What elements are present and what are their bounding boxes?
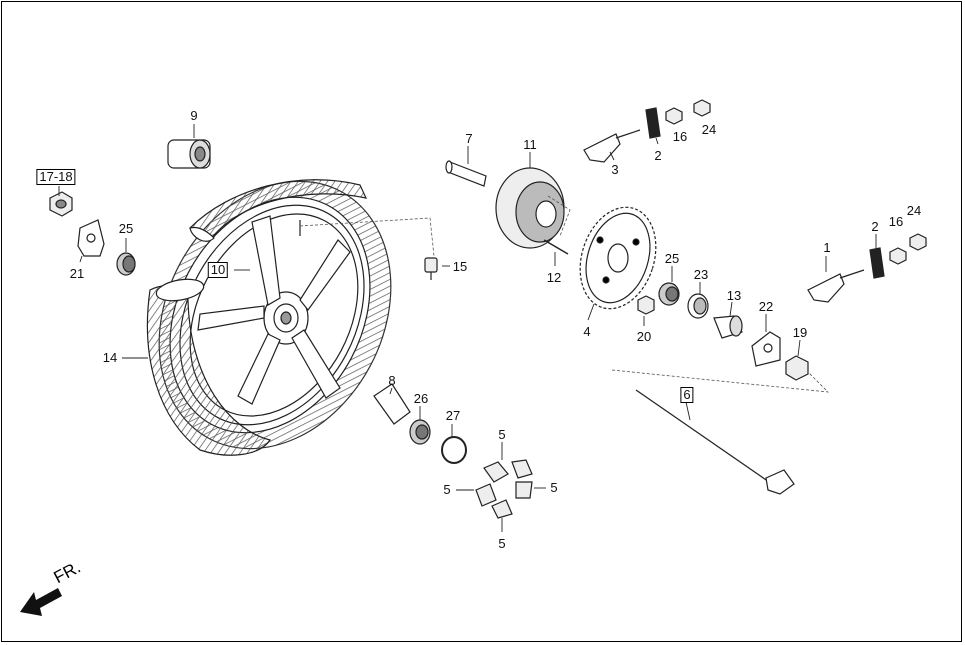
- callout-26: 26: [413, 391, 429, 406]
- wheel-rim: [158, 180, 392, 450]
- tire: [146, 278, 271, 456]
- callout-4: 4: [583, 324, 591, 339]
- callout-5-top: 5: [498, 427, 506, 442]
- callout-14: 14: [102, 350, 118, 365]
- callout-2-lower: 2: [871, 219, 879, 234]
- callout-6: 6: [680, 387, 694, 403]
- callout-5-right: 5: [550, 480, 558, 495]
- callout-10: 10: [207, 262, 229, 278]
- callout-24-lower: 24: [906, 203, 922, 218]
- callout-3: 3: [611, 162, 619, 177]
- callout-12: 12: [546, 270, 562, 285]
- callout-11: 11: [523, 137, 537, 152]
- part-4-sprocket: [579, 206, 657, 310]
- leader-lines: [58, 124, 877, 532]
- callout-7: 7: [465, 131, 473, 146]
- part-1-chain-adjuster: [807, 269, 865, 303]
- callout-15: 15: [452, 259, 468, 274]
- callout-5-left: 5: [443, 482, 451, 497]
- callout-21: 21: [69, 266, 85, 281]
- part-7-sleeve: [445, 160, 487, 187]
- tire-section-cut: [189, 179, 368, 242]
- part-22-19: [751, 331, 809, 381]
- callout-20: 20: [636, 329, 652, 344]
- part-3-chain-adjuster: [583, 129, 641, 163]
- callout-27: 27: [445, 408, 461, 423]
- right-side-small-parts: [637, 282, 743, 339]
- callout-2-upper: 2: [654, 148, 662, 163]
- callout-19: 19: [792, 325, 808, 340]
- callout-25-right: 25: [664, 251, 680, 266]
- callout-22: 22: [758, 299, 774, 314]
- callout-13: 13: [726, 288, 742, 303]
- part-21-bracket: [77, 219, 105, 257]
- part-15-valve: [424, 257, 438, 280]
- left-lower-parts: [373, 383, 467, 464]
- callout-24-upper: 24: [701, 122, 717, 137]
- part-16-24-nuts: [665, 99, 927, 265]
- part-2-plates: [645, 107, 885, 279]
- part-17-18-nut: [49, 191, 73, 217]
- callout-25-left: 25: [118, 221, 134, 236]
- callout-8: 8: [388, 373, 396, 388]
- part-12-stud: [543, 239, 569, 255]
- callout-5-bottom: 5: [498, 536, 506, 551]
- callout-16-lower: 16: [888, 214, 904, 229]
- part-25-bearing-left: [116, 252, 136, 276]
- callout-16-upper: 16: [672, 129, 688, 144]
- part-5-dampers: [475, 459, 533, 519]
- callout-23: 23: [693, 267, 709, 282]
- part-11-sprocket-hub: [495, 167, 565, 249]
- callout-9: 9: [190, 108, 198, 123]
- front-direction-arrow: [20, 588, 62, 616]
- callout-1: 1: [823, 240, 831, 255]
- callout-17-18: 17-18: [36, 169, 76, 185]
- part-6-axle: [635, 389, 795, 495]
- part-9-collar: [167, 139, 211, 169]
- reference-lines: [299, 195, 830, 393]
